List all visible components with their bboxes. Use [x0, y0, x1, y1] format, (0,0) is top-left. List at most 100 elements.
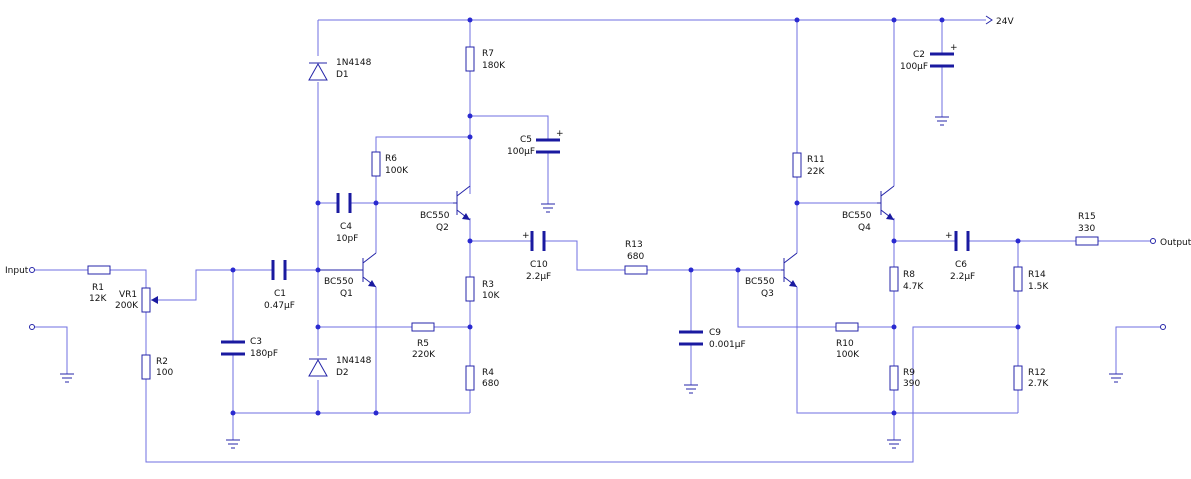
diode-d1[interactable]: [308, 62, 328, 81]
resistor-r6[interactable]: [371, 151, 381, 177]
potentiometer-vr1[interactable]: [141, 287, 151, 313]
q2-name: Q2: [436, 223, 449, 233]
resistors: R1 12K VR1 200K R2 100 R7 180K R6 100K R…: [87, 46, 1099, 391]
resistor-r12[interactable]: [1013, 365, 1023, 391]
input-ground-terminal[interactable]: [29, 324, 35, 330]
vr1-name: VR1: [119, 290, 137, 300]
wires: [34, 19, 1160, 463]
resistor-r1[interactable]: [87, 265, 111, 275]
diode-d2[interactable]: [308, 358, 328, 377]
junction: [794, 200, 800, 206]
supply-label: 24V: [996, 17, 1014, 27]
r1-name: R1: [92, 283, 104, 293]
r7-name: R7: [482, 49, 494, 59]
capacitor-c9[interactable]: [679, 330, 703, 346]
resistor-r4[interactable]: [465, 365, 475, 391]
resistor-r13[interactable]: [624, 265, 648, 275]
d1-name: D1: [336, 70, 349, 80]
transistor-q3[interactable]: [781, 252, 798, 288]
resistor-r9[interactable]: [889, 365, 899, 391]
c2-value: 100µF: [900, 62, 928, 72]
r6-name: R6: [385, 154, 397, 164]
ground-icon: [887, 439, 901, 449]
r9-value: 390: [903, 379, 920, 389]
c5-plus: +: [556, 129, 564, 139]
r15-name: R15: [1078, 212, 1096, 222]
resistor-r8[interactable]: [889, 266, 899, 292]
c9-value: 0.001µF: [709, 340, 746, 350]
diodes: 1N4148 D1 1N4148 D2: [308, 58, 372, 378]
q2-part: BC550: [420, 211, 450, 221]
junction: [891, 238, 897, 244]
vr1-value: 200K: [115, 301, 139, 311]
resistor-r5[interactable]: [411, 322, 435, 332]
r4-name: R4: [482, 368, 494, 378]
wiper-arrow-icon: [151, 296, 158, 304]
q4-name: Q4: [858, 223, 871, 233]
junction: [1015, 324, 1021, 330]
c10-name: C10: [530, 260, 548, 270]
resistor-r10[interactable]: [835, 322, 859, 332]
q3-part: BC550: [745, 277, 775, 287]
output-ground-terminal[interactable]: [1160, 324, 1166, 330]
junction: [230, 410, 236, 416]
r7-value: 180K: [482, 61, 506, 71]
c2-plus: +: [950, 43, 958, 53]
junction: [467, 324, 473, 330]
r2-value: 100: [156, 368, 173, 378]
input-terminal[interactable]: [29, 267, 35, 273]
capacitor-c5[interactable]: [536, 138, 560, 154]
capacitor-c2[interactable]: [930, 52, 954, 68]
r12-value: 2.7K: [1028, 379, 1049, 389]
transistor-q4[interactable]: [877, 185, 895, 221]
c10-value: 2.2µF: [526, 272, 551, 282]
r5-value: 220K: [412, 350, 436, 360]
ground-icon: [1109, 373, 1123, 383]
resistor-r14[interactable]: [1013, 266, 1023, 292]
transistor-q2[interactable]: [453, 185, 471, 221]
junction-dots: [230, 17, 1021, 416]
q4-part: BC550: [842, 211, 872, 221]
transistors: BC550 Q1 BC550 Q2 BC550 Q3 BC550 Q4: [318, 185, 895, 299]
r10-name: R10: [836, 339, 854, 349]
junction: [891, 17, 897, 23]
resistor-r11[interactable]: [792, 152, 802, 178]
resistor-r15[interactable]: [1075, 236, 1099, 246]
r8-value: 4.7K: [903, 282, 924, 292]
d2-name: D2: [336, 368, 349, 378]
junction: [939, 17, 945, 23]
transistor-q1[interactable]: [318, 252, 377, 288]
junction: [467, 134, 473, 140]
junction: [315, 200, 321, 206]
q3-name: Q3: [761, 289, 774, 299]
junction: [373, 410, 379, 416]
r2-name: R2: [156, 357, 168, 367]
capacitor-c3[interactable]: [221, 340, 245, 356]
q1-name: Q1: [340, 289, 353, 299]
junction: [1015, 238, 1021, 244]
r14-value: 1.5K: [1028, 282, 1049, 292]
junction: [467, 238, 473, 244]
junction: [315, 410, 321, 416]
output-terminal[interactable]: [1150, 238, 1156, 244]
r1-value: 12K: [89, 294, 107, 304]
capacitor-c6[interactable]: [954, 231, 970, 251]
capacitor-c4[interactable]: [336, 193, 352, 213]
r12-name: R12: [1028, 368, 1046, 378]
junction: [315, 324, 321, 330]
c4-name: C4: [340, 222, 352, 232]
capacitor-c10[interactable]: [530, 231, 546, 251]
r4-value: 680: [482, 379, 499, 389]
c4-value: 10pF: [336, 234, 358, 244]
resistor-r2[interactable]: [141, 354, 151, 380]
capacitor-c1[interactable]: [271, 260, 287, 280]
input-label: Input: [5, 266, 29, 276]
junction: [373, 200, 379, 206]
junction: [467, 17, 473, 23]
resistor-r3[interactable]: [465, 276, 475, 302]
c2-name: C2: [913, 50, 925, 60]
d2-part: 1N4148: [336, 356, 372, 366]
resistor-r7[interactable]: [465, 46, 475, 72]
c6-value: 2.2µF: [950, 272, 975, 282]
r5-name: R5: [417, 339, 429, 349]
